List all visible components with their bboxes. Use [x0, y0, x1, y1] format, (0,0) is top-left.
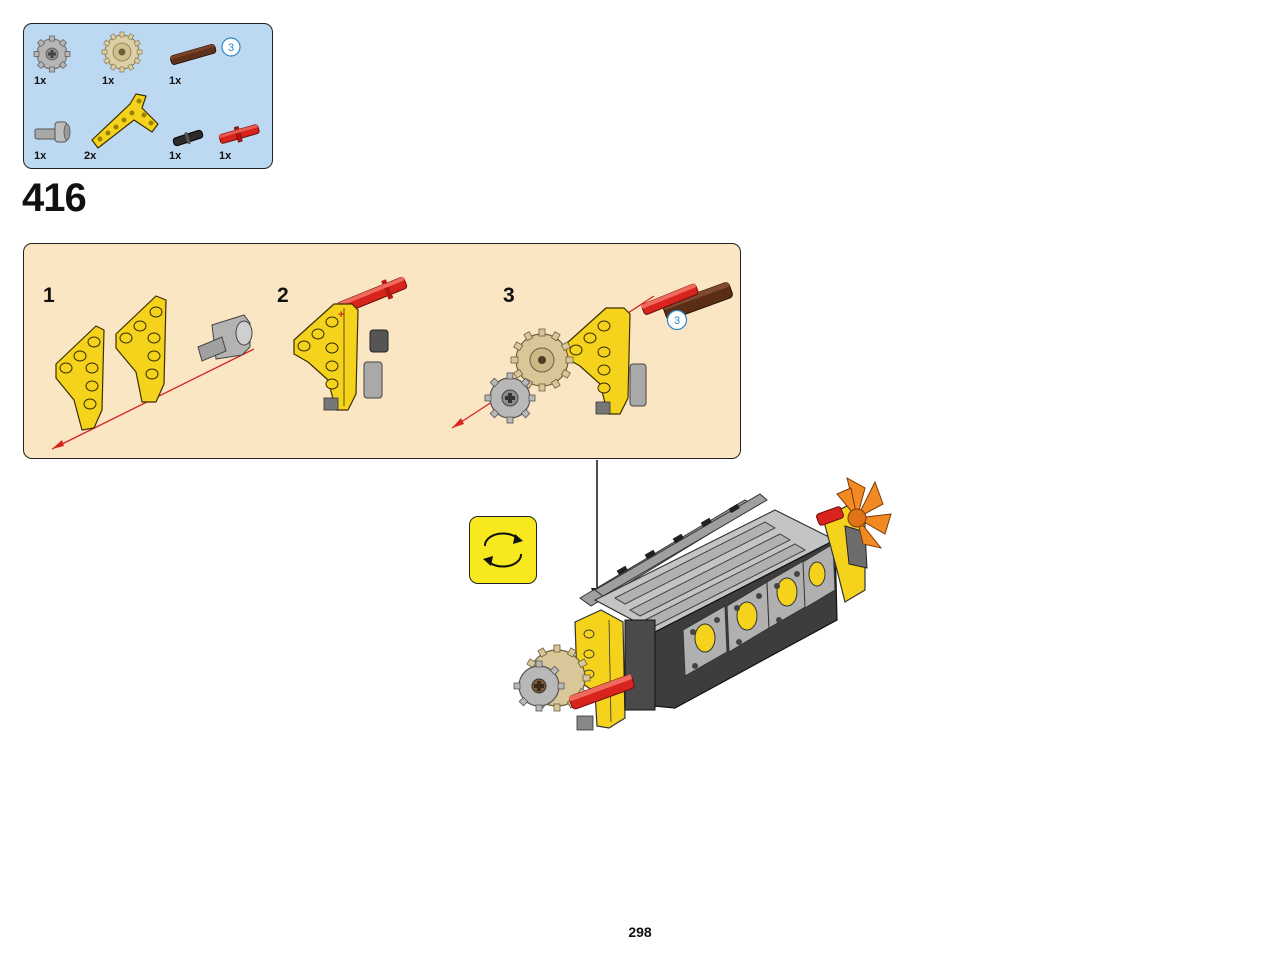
- svg-text:+: +: [338, 309, 344, 321]
- substep-3-axle-length-label: 3: [674, 315, 680, 327]
- qty-gray-axle-pin: 1x: [34, 150, 47, 162]
- qty-tan-gear: 1x: [102, 75, 115, 87]
- brown-axle-icon: [169, 44, 217, 65]
- substep-2-illustration: +: [293, 276, 408, 411]
- substep-3-axle-length-badge: 3: [666, 309, 688, 331]
- parts-list-box: 1x 1x 3 1x: [23, 23, 273, 169]
- substep-1-illustration: [51, 295, 255, 450]
- qty-black-pin: 1x: [169, 150, 182, 162]
- red-axle-pin-icon: [218, 124, 260, 144]
- qty-yellow-t-beam: 2x: [84, 150, 97, 162]
- subassembly-box: 1 2 3: [23, 243, 741, 459]
- tan-gear-icon: [101, 31, 143, 73]
- rotate-model-icon: [469, 516, 537, 584]
- axle-length-label: 3: [228, 42, 234, 54]
- substep-1-number: 1: [43, 284, 55, 307]
- yellow-t-beam-icon: [91, 93, 159, 149]
- engine-assembly-illustration: [513, 477, 892, 731]
- gray-gear-icon: [33, 35, 71, 73]
- qty-gray-gear: 1x: [34, 75, 47, 87]
- qty-red-axle-pin: 1x: [219, 150, 232, 162]
- black-pin-icon: [172, 129, 204, 147]
- page-number: 298: [628, 924, 652, 940]
- substep-3-illustration: [451, 282, 733, 429]
- substep-3-number: 3: [503, 284, 515, 307]
- step-number: 416: [22, 176, 87, 220]
- gray-axle-pin-icon: [34, 121, 71, 143]
- axle-length-badge: 3: [221, 37, 241, 57]
- qty-brown-axle: 1x: [169, 75, 182, 87]
- substep-2-number: 2: [277, 284, 289, 307]
